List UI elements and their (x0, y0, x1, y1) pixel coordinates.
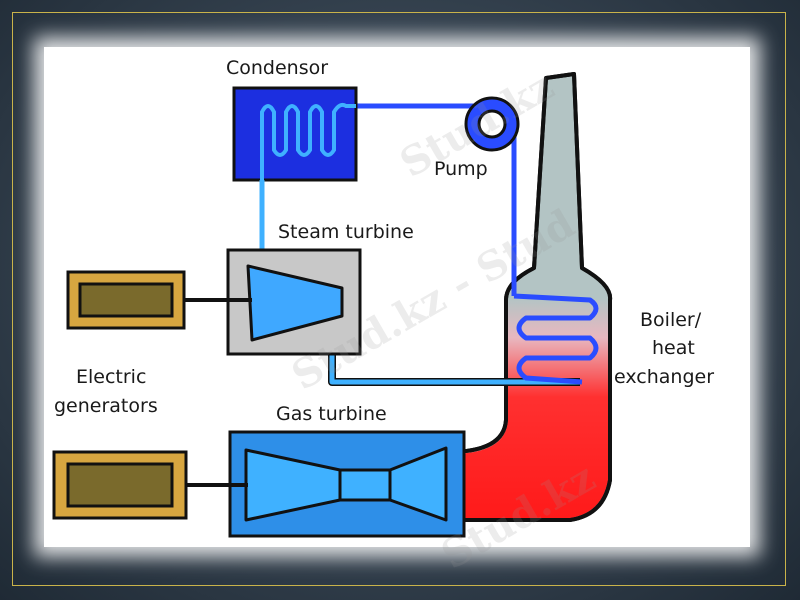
generator-lower-core (66, 462, 174, 508)
label-boiler-1: Boiler/ (640, 309, 702, 331)
slide-frame (12, 12, 786, 586)
boiler-hot-section (450, 298, 608, 518)
label-gas-turbine: Gas turbine (276, 403, 387, 425)
boiler-outline (446, 72, 613, 522)
condensor-box (232, 86, 358, 182)
gas-turbine-core (338, 470, 392, 500)
label-electric-2: generators (54, 395, 158, 417)
label-electric-1: Electric (76, 366, 146, 388)
condensor-coil (260, 102, 356, 200)
boiler-coil (513, 293, 599, 385)
generator-upper-core (78, 282, 174, 318)
gas-turbine-icon (244, 446, 448, 522)
label-steam-turbine: Steam turbine (278, 221, 414, 243)
label-boiler-2: heat (652, 337, 695, 359)
pump-impeller (477, 109, 507, 139)
label-boiler-3: exchanger (614, 366, 714, 388)
label-pump: Pump (434, 158, 488, 180)
label-condensor: Condensor (226, 57, 328, 79)
water-pipe (356, 103, 517, 296)
steam-turbine-icon (246, 264, 344, 342)
